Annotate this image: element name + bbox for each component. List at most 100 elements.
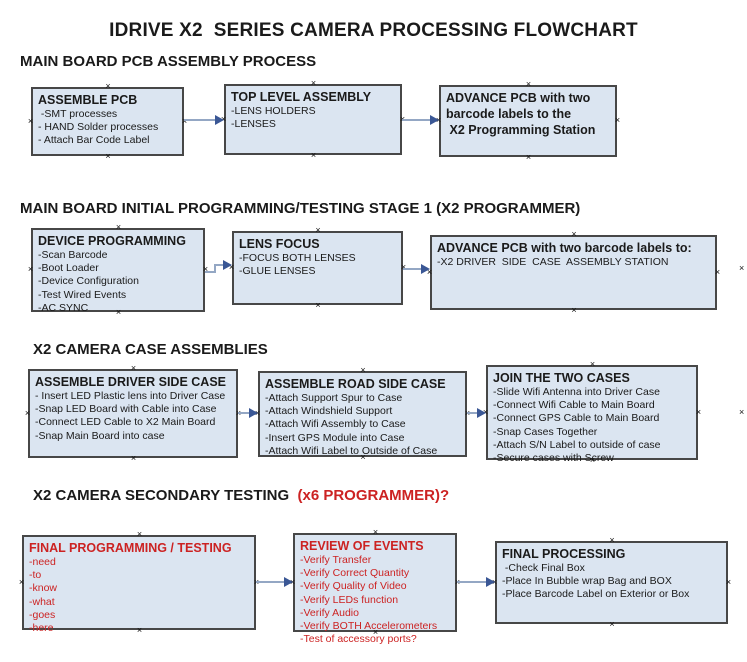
box-item-list: -need-to-know-what-goes-here: [29, 556, 249, 635]
box-item: -Attach Windshield Support: [265, 405, 393, 418]
connector-anchor-icon: ×: [130, 363, 137, 373]
box-item: -Snap LED Board with Cable into Case: [35, 403, 217, 416]
connector-anchor-icon: ×: [609, 619, 615, 629]
box-item: -Verify LEDs function: [300, 593, 399, 606]
connector-anchor-icon: ×: [105, 151, 111, 161]
section-heading-secondary-testing: X2 CAMERA SECONDARY TESTING (x6 PROGRAMM…: [33, 487, 449, 504]
connector-anchor-icon: ×: [739, 407, 745, 417]
box-item: -here: [29, 622, 54, 635]
box-item: - HAND Solder processes: [38, 121, 159, 134]
connector-anchor-icon: ×: [180, 116, 189, 126]
connector-anchor-icon: ×: [27, 264, 34, 274]
section-heading-pcb-assembly: MAIN BOARD PCB ASSEMBLY PROCESS: [20, 53, 316, 70]
flow-box-review-of-events: REVIEW OF EVENTS -Verify Transfer-Verify…: [290, 528, 460, 646]
connector-anchor-icon: ×: [525, 79, 532, 89]
box-item: -Verify Quality of Video: [300, 580, 407, 593]
box-title: DEVICE PROGRAMMING: [38, 234, 186, 248]
box-item-list: -Attach Support Spur to Case-Attach Wind…: [265, 392, 460, 458]
box-item: -Insert GPS Module into Case: [265, 431, 405, 444]
connector-anchor-icon: ×: [115, 222, 122, 232]
box-item: -Slide Wifi Antenna into Driver Case: [493, 386, 660, 398]
connector-anchor-icon: ×: [589, 359, 596, 369]
connector-anchor-icon: ×: [739, 263, 745, 273]
flow-box-assemble-driver-side-case: ASSEMBLE DRIVER SIDE CASE - Insert LED P…: [25, 364, 241, 463]
box-title: TOP LEVEL ASSEMBLY: [231, 90, 372, 104]
box-item-list: -FOCUS BOTH LENSES-GLUE LENSES: [239, 252, 396, 278]
box-title: ASSEMBLE ROAD SIDE CASE: [265, 377, 446, 391]
box-item: -Secure cases with Screw: [493, 452, 614, 465]
arrow-line: [214, 265, 216, 273]
arrow-line: [256, 581, 285, 583]
arrow-line: [238, 412, 250, 414]
box-title: FINAL PROCESSING: [502, 547, 626, 561]
box-item: -AC SYNC: [38, 301, 89, 314]
connector-anchor-icon: ×: [360, 365, 366, 375]
flow-box-final-processing: FINAL PROCESSING -Check Final Box-Place …: [492, 536, 731, 629]
arrow-head-icon: [223, 260, 232, 270]
box-item: -Attach Wifi Assembly to Case: [265, 418, 406, 431]
connector-anchor-icon: ×: [695, 406, 702, 417]
flow-box-top-level-assembly: TOP LEVEL ASSEMBLY -LENS HOLDERS-LENSES …: [221, 79, 405, 160]
arrow-line: [403, 268, 422, 270]
heading-text: X2 CAMERA CASE ASSEMBLIES: [33, 341, 268, 358]
flow-box-assemble-road-side-case: ASSEMBLE ROAD SIDE CASE -Attach Support …: [255, 366, 470, 462]
connector-anchor-icon: ×: [609, 535, 615, 545]
arrow-head-icon: [215, 115, 224, 125]
box-item: -what: [29, 595, 55, 608]
heading-text: X2 CAMERA SECONDARY TESTING: [33, 487, 294, 504]
box-item-list: -Scan Barcode-Boot Loader-Device Configu…: [38, 249, 198, 315]
connector-anchor-icon: ×: [571, 305, 577, 315]
box-title: ASSEMBLE PCB: [38, 93, 138, 107]
box-title: REVIEW OF EVENTS: [300, 539, 424, 553]
arrow-head-icon: [249, 408, 258, 418]
box-item: -Device Configuration: [38, 275, 139, 288]
connector-anchor-icon: ×: [136, 529, 143, 539]
box-item: -Place Barcode Label on Exterior or Box: [502, 588, 690, 601]
page-title: IDRIVE X2 SERIES CAMERA PROCESSING FLOWC…: [109, 20, 638, 41]
connector-anchor-icon: ×: [614, 115, 621, 125]
flow-box-join-the-two-cases: JOIN THE TWO CASES -Slide Wifi Antenna i…: [483, 360, 701, 465]
arrow-head-icon: [477, 408, 486, 418]
box-item: -need: [29, 556, 56, 568]
heading-text: MAIN BOARD PCB ASSEMBLY PROCESS: [20, 53, 317, 70]
box-item-list: -SMT processes- HAND Solder processes- A…: [38, 108, 177, 148]
box-item: -Boot Loader: [38, 262, 99, 275]
flow-box-final-programming-testing: FINAL PROGRAMMING / TESTING -need-to-kno…: [19, 530, 259, 635]
arrow-head-icon: [430, 115, 439, 125]
arrow-line: [467, 412, 478, 414]
box-item: -Scan Barcode: [38, 249, 108, 261]
arrow-head-icon: [486, 577, 495, 587]
box-item: -LENS HOLDERS: [231, 105, 316, 117]
box-title: ADVANCE PCB with two barcode labels to t…: [446, 91, 596, 137]
box-item: -Snap Cases Together: [493, 425, 598, 438]
connector-anchor-icon: ×: [18, 576, 25, 587]
box-item: -goes: [29, 608, 56, 621]
connector-anchor-icon: ×: [310, 78, 317, 88]
box-item: -GLUE LENSES: [239, 265, 316, 278]
box-title: ADVANCE PCB with two barcode labels to:: [437, 241, 692, 255]
box-item: - Insert LED Plastic lens into Driver Ca…: [35, 390, 226, 402]
arrow-line: [214, 264, 224, 266]
box-item: -Attach S/N Label to outside of case: [493, 438, 661, 451]
section-heading-case-assemblies: X2 CAMERA CASE ASSEMBLIES: [33, 341, 268, 358]
box-title: LENS FOCUS: [239, 237, 320, 251]
box-item: -X2 DRIVER SIDE CASE ASSEMBLY STATION: [437, 256, 669, 268]
box-item: -Place In Bubble wrap Bag and BOX: [502, 575, 672, 588]
connector-anchor-icon: ×: [714, 266, 721, 277]
box-item: -Connect GPS Cable to Main Board: [493, 412, 660, 425]
flow-box-assemble-pcb: ASSEMBLE PCB -SMT processes- HAND Solder…: [28, 82, 187, 161]
box-item: -Check Final Box: [502, 562, 585, 574]
connector-anchor-icon: ×: [315, 225, 321, 235]
box-item: -Snap Main Board into case: [35, 429, 165, 442]
box-title: JOIN THE TWO CASES: [493, 371, 630, 385]
connector-anchor-icon: ×: [725, 576, 732, 587]
flow-box-advance-to-programming-station: ADVANCE PCB with two barcode labels to t…: [436, 80, 620, 162]
connector-anchor-icon: ×: [24, 407, 31, 418]
arrow-head-icon: [421, 264, 430, 274]
box-item: -Attach Support Spur to Case: [265, 392, 403, 404]
box-item-list: -Check Final Box-Place In Bubble wrap Ba…: [502, 562, 721, 602]
box-item: -LENSES: [231, 118, 276, 131]
box-item: -know: [29, 582, 58, 595]
box-item: - Attach Bar Code Label: [38, 134, 150, 147]
